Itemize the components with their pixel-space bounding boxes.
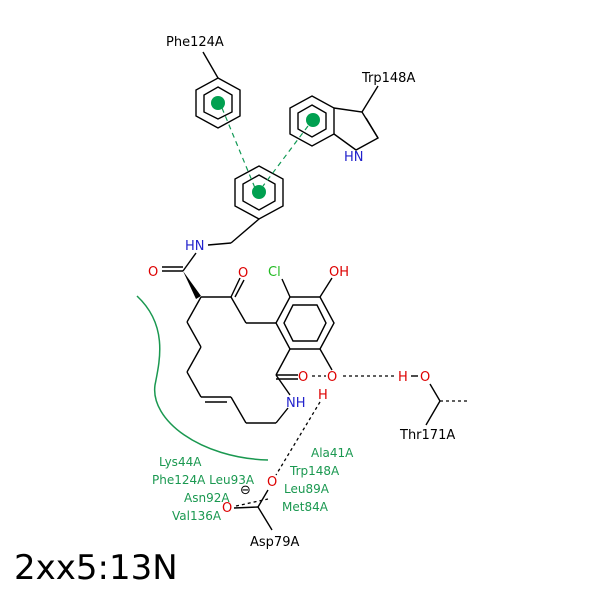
phe124-ring [195, 51, 241, 129]
thr-o-label: O [420, 370, 430, 385]
pocket-residue: Phe124A Leu93A [152, 473, 255, 487]
pocket-residue: Asn92A [184, 491, 230, 505]
phe124-centroid [211, 96, 225, 110]
pocket-residue: Leu89A [284, 482, 330, 496]
macrocycle [186, 277, 298, 424]
asp-o1-label: O [267, 475, 277, 490]
thr171-label: Thr171A [399, 428, 455, 443]
ligand-benzyl-ring [207, 165, 284, 246]
amide-o-label: O [148, 265, 158, 280]
hbond-asp79 [275, 401, 321, 476]
pocket-residue: Lys44A [159, 455, 202, 469]
trp148-indole [289, 85, 379, 151]
ring-oh-h-label: H [318, 388, 328, 403]
structure-caption: 2xx5:13N [14, 548, 178, 588]
pocket-residue: Trp148A [289, 464, 340, 478]
trp148-label: Trp148A [361, 71, 415, 86]
resorcinol-ring [275, 277, 335, 371]
chlorine-label: Cl [268, 265, 281, 280]
ketone-o-label: O [238, 266, 248, 281]
pocket-residue: Ala41A [311, 446, 354, 460]
hbond-asp79-b [235, 498, 269, 507]
asp79-label: Asp79A [250, 535, 299, 550]
lactam-nh-label: NH [286, 396, 306, 411]
ring-oh-o-label: O [327, 370, 337, 385]
pocket-residue: Val136A [172, 509, 222, 523]
hydrophobic-pocket-arc [136, 295, 269, 461]
pi-stack-phe124 [221, 107, 256, 189]
ligand-centroid [252, 185, 266, 199]
phe124-label: Phe124A [166, 35, 224, 50]
pi-stack-trp148 [262, 125, 309, 187]
pocket-residue: Met84A [282, 500, 329, 514]
wedge-bond [183, 271, 201, 299]
trp-nh-label: HN [344, 150, 364, 165]
amide-nh-label: HN [185, 239, 205, 254]
lactam-o-label: O [298, 370, 308, 385]
asp-o2-label: O [222, 501, 232, 516]
trp148-centroid [306, 113, 320, 127]
hydroxyl-label: OH [329, 265, 349, 280]
asp-charge-label: ⊖ [240, 483, 251, 498]
thr-h-label: H [398, 370, 408, 385]
